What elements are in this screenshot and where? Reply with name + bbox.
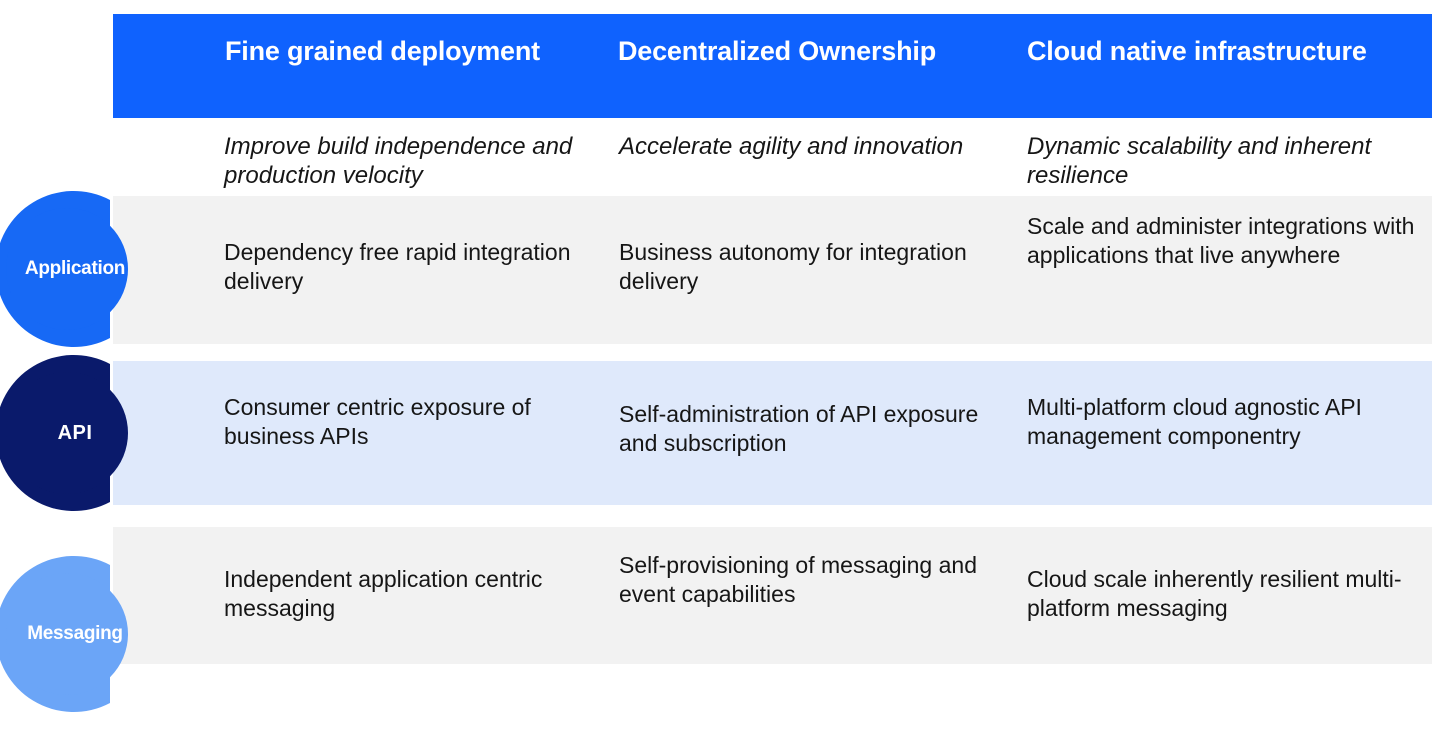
circle-with-arc-icon — [0, 355, 128, 511]
subtitle-cloud-native-infrastructure: Dynamic scalability and inherent resilie… — [1027, 133, 1372, 189]
cell-application-decentralized-ownership: Business autonomy for integration delive… — [619, 239, 967, 294]
header-bar: Fine grained deployment Decentralized Ow… — [113, 14, 1432, 118]
cell-api-decentralized-ownership: Self-administration of API exposure and … — [619, 401, 979, 456]
cell-messaging-fine-grained-deployment: Independent application centric messagin… — [224, 566, 543, 621]
badge-messaging: Messaging — [0, 539, 152, 729]
row-band-messaging — [113, 527, 1432, 664]
badge-application: Application — [0, 174, 152, 364]
header-column-cloud-native-infrastructure: Cloud native infrastructure — [1027, 36, 1367, 66]
subtitle-decentralized-ownership: Accelerate agility and innovation — [619, 133, 964, 160]
cell-api-fine-grained-deployment: Consumer centric exposure of business AP… — [224, 394, 531, 449]
cell-messaging-decentralized-ownership: Self-provisioning of messaging and event… — [619, 552, 977, 607]
cell-application-fine-grained-deployment: Dependency free rapid integration delive… — [224, 239, 571, 294]
row-band-api — [113, 361, 1432, 505]
subtitle-fine-grained-deployment: Improve build independence and productio… — [224, 133, 573, 189]
circle-with-arc-icon — [0, 191, 128, 347]
header-column-decentralized-ownership: Decentralized Ownership — [618, 36, 936, 66]
header-column-fine-grained-deployment: Fine grained deployment — [225, 36, 540, 66]
circle-with-arc-icon — [0, 556, 128, 712]
cell-messaging-cloud-native-infrastructure: Cloud scale inherently resilient multi-p… — [1027, 566, 1402, 621]
cell-application-cloud-native-infrastructure: Scale and administer integrations with a… — [1027, 213, 1415, 268]
row-band-application — [113, 196, 1432, 344]
cell-api-cloud-native-infrastructure: Multi-platform cloud agnostic API manage… — [1027, 394, 1362, 449]
badge-api: API — [0, 338, 152, 528]
